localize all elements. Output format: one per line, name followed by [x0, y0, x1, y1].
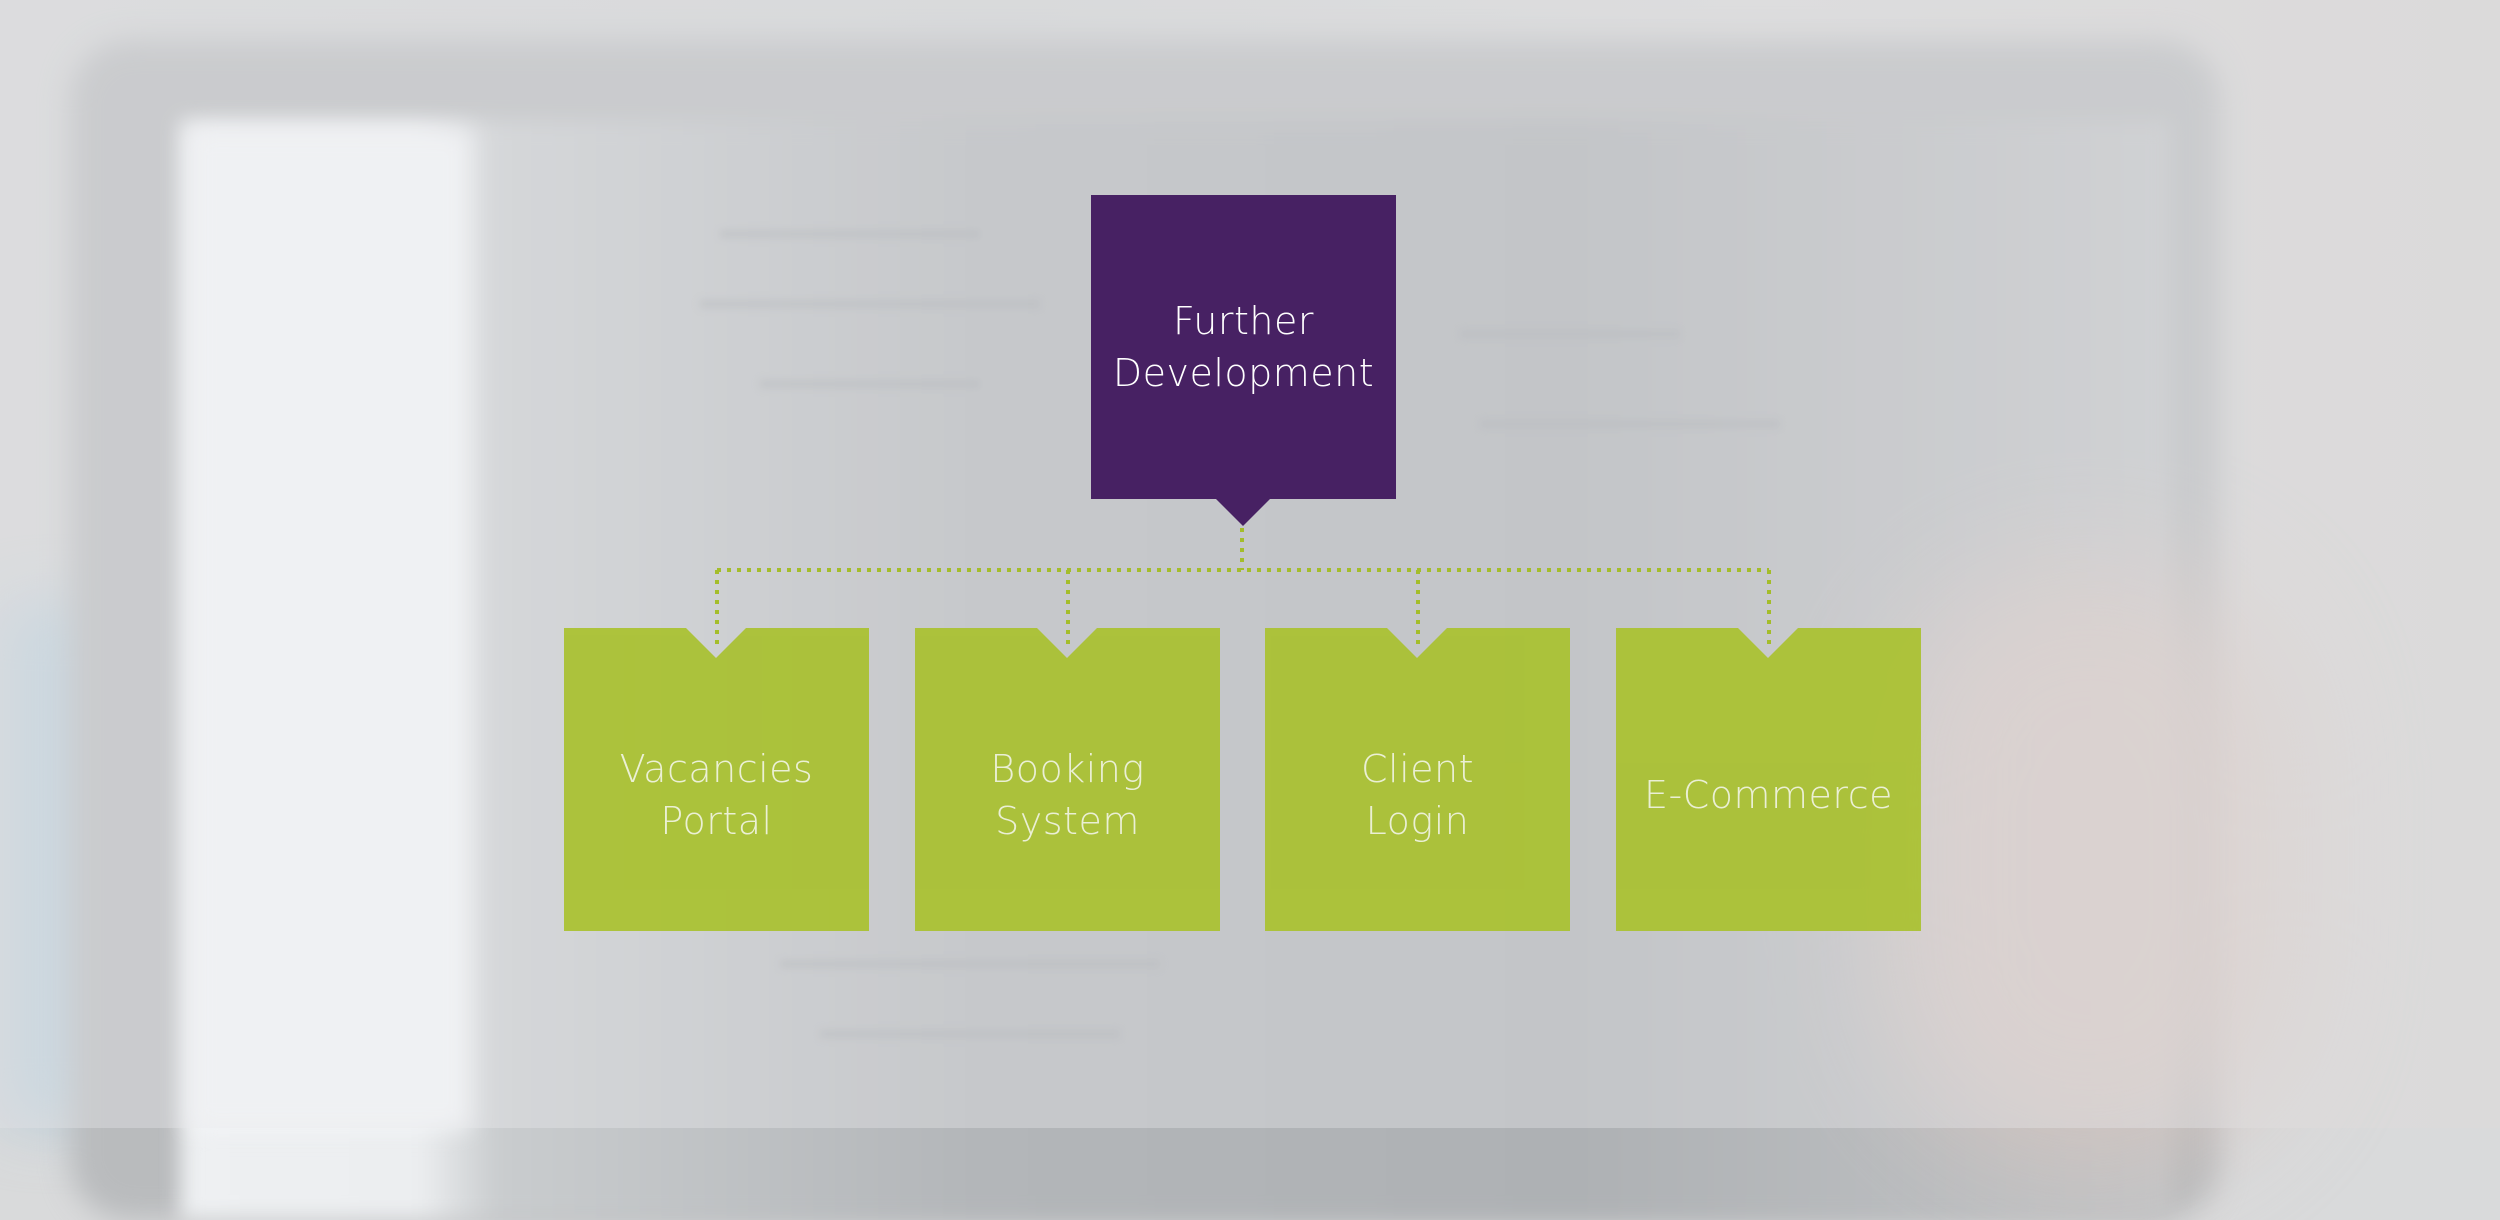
- root-node-pointer: [1214, 497, 1272, 526]
- background-code-line: [1480, 420, 1780, 428]
- background-code-line: [1460, 330, 1680, 338]
- child-node-client-login: Client Login: [1265, 628, 1570, 931]
- background-code-line: [760, 380, 980, 388]
- org-chart-diagram: Further Development Vacancies Portal Boo…: [564, 195, 1921, 931]
- child-node-label: Booking System: [990, 746, 1145, 843]
- background-code-line: [820, 1030, 1120, 1038]
- root-node-label: Further Development: [1112, 299, 1375, 395]
- child-node-booking-system: Booking System: [915, 628, 1220, 931]
- connector-lines: [715, 528, 1771, 650]
- background-hand-blur: [1880, 560, 2300, 1160]
- background-editor-sidebar: [190, 130, 470, 1130]
- child-node-label: Vacancies Portal: [619, 746, 814, 843]
- child-node-e-commerce: E-Commerce: [1616, 628, 1921, 931]
- background-veil: [0, 0, 2500, 1128]
- background-code-line: [700, 300, 1040, 308]
- background-code-line: [720, 230, 980, 238]
- root-node-further-development: Further Development: [1091, 195, 1396, 499]
- child-node-vacancies-portal: Vacancies Portal: [564, 628, 869, 931]
- background-code-line: [780, 960, 1160, 968]
- child-node-label: Client Login: [1360, 746, 1474, 843]
- child-node-label: E-Commerce: [1644, 772, 1893, 817]
